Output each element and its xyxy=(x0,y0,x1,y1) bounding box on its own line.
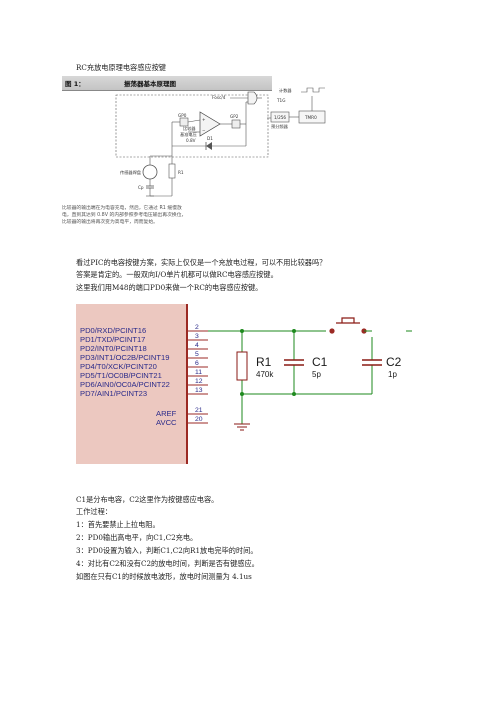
rc-touch-schematic: PD0/RXD/PCINT16 PD1/TXD/PCINT17 PD2/INT0… xyxy=(76,304,412,464)
external-circuit: 2 3 4 5 6 11 12 13 21 20 xyxy=(186,317,412,431)
pin-num-2: 2 xyxy=(195,324,199,331)
pin-label-pd5: PD5/T1/OC0B/PCINT21 xyxy=(80,371,162,380)
counter-label: 计数器 xyxy=(279,87,292,94)
pin-num-21: 21 xyxy=(195,407,203,414)
pin-label-pd6: PD6/AIN0/OC0A/PCINT22 xyxy=(80,380,170,389)
enable-label: T1G xyxy=(276,98,285,103)
paragraph-1: 看过PIC的电容按键方案，实际上仅仅是一个充放电过程，可以不用比较器吗？ xyxy=(76,258,327,267)
cp-label: Cp xyxy=(138,185,144,190)
pin-num-12: 12 xyxy=(195,378,203,385)
c2-value: 1p xyxy=(388,370,397,379)
figure1-label: 图 1： xyxy=(65,80,85,88)
figure1-caption-1: 比较器的输出端在为电容充电，然后，它通过 R1 缓慢放 xyxy=(62,206,182,211)
svg-text:+: + xyxy=(202,117,206,122)
gp0-label: GP0 xyxy=(178,113,187,118)
body-line-1: C1是分布电容，C2这里作为按键感应电容。 xyxy=(76,495,219,504)
prescaler-label: 预分频器 xyxy=(271,123,289,130)
body-line-7: 如图在只有C1的时候放电波形，放电时间测量为 4.1us xyxy=(76,572,252,581)
oscillator-figure: 图 1： 振荡器基本原理图 传感器焊盘 Cp GP0 R1 + − xyxy=(62,76,326,230)
gp0-box xyxy=(179,117,189,127)
r1-resistor xyxy=(168,163,176,179)
gp2-box xyxy=(231,119,241,129)
pin-label-pd3: PD3/INT1/OC2B/PCINT19 xyxy=(80,353,170,362)
mux-gate-icon xyxy=(247,91,258,105)
chip-boundary xyxy=(115,94,269,158)
sensor-pad-icon xyxy=(142,164,158,180)
diode-icon xyxy=(206,142,212,150)
fosc-label: Fosc/4 xyxy=(212,95,226,100)
comparator-label: 比较器 xyxy=(183,125,196,132)
pin-label-pd0: PD0/RXD/PCINT16 xyxy=(80,326,147,335)
body-line-2: 工作过程： xyxy=(76,507,112,516)
svg-text:−: − xyxy=(202,128,206,133)
ground-icon xyxy=(234,423,250,431)
d1-label: D1 xyxy=(207,136,213,141)
paragraph-2: 答案是肯定的。一般双向I/O单片机都可以做RC电容感应按键。 xyxy=(76,270,278,279)
r1-label: R1 xyxy=(178,170,184,175)
pin-num-11: 11 xyxy=(195,369,202,376)
body-line-4: 2：PD0输出高电平，向C1,C2充电。 xyxy=(76,533,198,542)
comparator-icon xyxy=(199,111,221,137)
pin-num-13: 13 xyxy=(195,387,203,394)
body-line-3: 1：首先要禁止上拉电阻。 xyxy=(76,520,160,529)
pin-num-4: 4 xyxy=(195,342,199,349)
ref-label: 基准电压 xyxy=(180,131,197,138)
body-line-6: 4：对比有C2和没有C2的放电时间，判断是否有键感应。 xyxy=(76,559,259,568)
paragraph-3: 这里我们用M48的端口PD0来做一个RC的电容感应按键。 xyxy=(76,283,263,292)
c1-name: C1 xyxy=(312,355,328,369)
figure1-caption-3: 比较器的输出将再次变为高电平，周而复始。 xyxy=(62,220,158,225)
pin-label-pd1: PD1/TXD/PCINT17 xyxy=(80,335,146,344)
switch-contact-right xyxy=(361,328,367,334)
figure1-heading: 振荡器基本原理图 xyxy=(124,80,176,88)
body-line-5: 3：PD0设置为输入，判断C1,C2向R1放电完毕的时间。 xyxy=(76,546,258,555)
figure1-caption-2: 电，直到其达到 0.8V 的内部参照参考电压输出再次换位， xyxy=(62,213,187,218)
switch-contact-left xyxy=(329,328,335,334)
c1-value: 5p xyxy=(312,370,321,379)
sensor-label: 传感器焊盘 xyxy=(120,169,141,176)
c2-name: C2 xyxy=(386,355,402,369)
pin-label-pd7: PD7/AIN1/PCINT23 xyxy=(80,389,148,398)
r1-resistor-body xyxy=(236,351,248,381)
v08-label: 0.8V xyxy=(186,138,196,143)
counter-schematic: 1/256 预分频器 TMR0 计数器 T1G xyxy=(267,87,326,130)
r1-value: 470k xyxy=(256,370,274,379)
pin-label-avcc: AVCC xyxy=(156,418,177,427)
pin-label-pd4: PD4/T0/XCK/PCINT20 xyxy=(80,362,157,371)
pin-num-5: 5 xyxy=(195,351,199,358)
switch-button-icon xyxy=(336,317,360,324)
oscillator-schematic: 传感器焊盘 Cp GP0 R1 + − 基准电压 0.8V 比较器 GP2 xyxy=(115,91,269,197)
mcu-chip: PD0/RXD/PCINT16 PD1/TXD/PCINT17 PD2/INT0… xyxy=(76,304,188,464)
pin-label-aref: AREF xyxy=(156,409,177,418)
pin-num-20: 20 xyxy=(195,416,203,423)
gp2-label: GP2 xyxy=(230,114,239,119)
div-label: 1/256 xyxy=(274,115,286,120)
tmr0-label: TMR0 xyxy=(304,115,317,120)
pin-label-pd2: PD2/INT0/PCINT18 xyxy=(80,344,147,353)
pin-num-6: 6 xyxy=(195,360,199,367)
document-title: RC充放电原理电容感应按键 xyxy=(76,63,166,72)
figure1-header: 图 1： 振荡器基本原理图 xyxy=(62,76,272,91)
r1-name: R1 xyxy=(256,355,272,369)
pin-num-3: 3 xyxy=(195,333,199,340)
